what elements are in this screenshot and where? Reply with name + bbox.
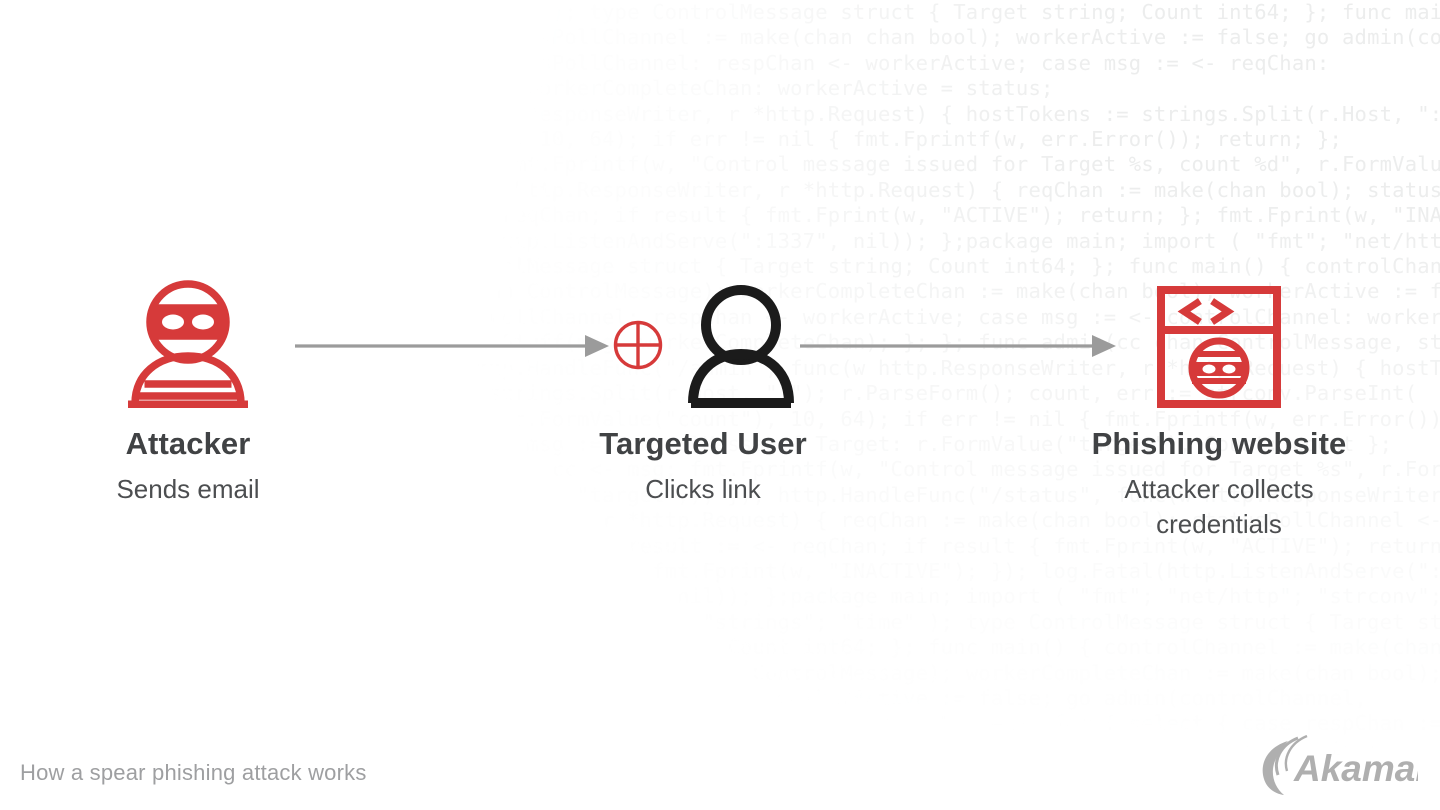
phishing-browser-icon — [1157, 286, 1281, 408]
background-code-line: "on" case status := <- workerCompleteCha… — [0, 76, 1054, 101]
arrow-user-to-phishing — [800, 335, 1116, 357]
attacker-icon-wrap — [38, 278, 338, 408]
node-title-phishing-website: Phishing website — [1091, 426, 1347, 461]
background-code-line: nil)); };package main; import ( "fmt"; "… — [0, 584, 1440, 609]
arrow-attacker-to-user — [295, 335, 609, 357]
akamai-swoosh-icon — [1262, 735, 1308, 795]
background-code-line: reqChan := make(chan bool); statusPollCh… — [125, 25, 1440, 50]
background-code-line: fmt.Fprint(w, "INACTIVE"); }); log.Fatal… — [0, 558, 1440, 583]
flow-node-attacker: Attacker Sends email — [38, 278, 338, 507]
background-code-line: ParseValue("count"), 10, 64); if err != … — [0, 127, 1342, 152]
node-title-targeted-user: Targeted User — [599, 426, 807, 461]
background-code-line: "admin" func(w http.ResponseWriter, r *h… — [0, 101, 1440, 126]
background-code-line: "strings"; "time" ); type ControlMessage… — [0, 609, 1440, 634]
crosshair-icon — [613, 320, 663, 370]
flow-node-phishing-website: Phishing website Attacker collects crede… — [1069, 278, 1369, 541]
phishing-icon-wrap — [1069, 278, 1369, 408]
background-code-line: name", "strings", "time" ); type Control… — [0, 0, 1440, 24]
background-code-line: Count int64; }; func main() { controlCha… — [0, 635, 1440, 660]
node-subtitle-phishing-website: Attacker collects credentials — [1124, 474, 1314, 539]
node-title-attacker: Attacker — [125, 426, 251, 461]
background-code-line: workerActive := false; go admin(controlC… — [0, 685, 1368, 710]
masked-attacker-icon — [128, 280, 248, 408]
node-subtitle-targeted-user: Clicks link — [645, 474, 761, 504]
background-code-line: type ControlMessage struct { Target stri… — [0, 254, 1440, 279]
flow-node-targeted-user: Targeted User Clicks link — [553, 278, 853, 507]
background-code-line: "status" func(w http.ResponseWriter, r *… — [313, 177, 1440, 202]
background-code-line: log.Fatal(http.ListenAndServe(":1337", n… — [0, 228, 1440, 253]
background-code-line: case respChan := <- statusPollChannel: r… — [0, 50, 1330, 75]
targeted-user-icon-wrap — [553, 278, 853, 408]
node-subtitle-attacker: Sends email — [116, 474, 260, 504]
person-icon — [688, 285, 794, 408]
slide-caption: How a spear phishing attack works — [20, 760, 367, 785]
akamai-wordmark: Akamai — [1293, 748, 1418, 789]
background-code-line: result := <- reqChan; if result { fmt.Fp… — [0, 203, 1440, 228]
crosshair-person-icon — [612, 282, 794, 408]
akamai-logo: Akamai — [1262, 735, 1418, 795]
background-code-line: ControlMessage); workerCompleteChan := m… — [0, 660, 1440, 685]
background-code-line: statusPollChannel: respChan <- workerAct… — [0, 736, 1380, 761]
background-code-line: statusPollChannel); for { select { case … — [0, 711, 1440, 736]
background-code-line: Count: count }; fmt.Fprintf(w, "Control … — [0, 152, 1440, 177]
